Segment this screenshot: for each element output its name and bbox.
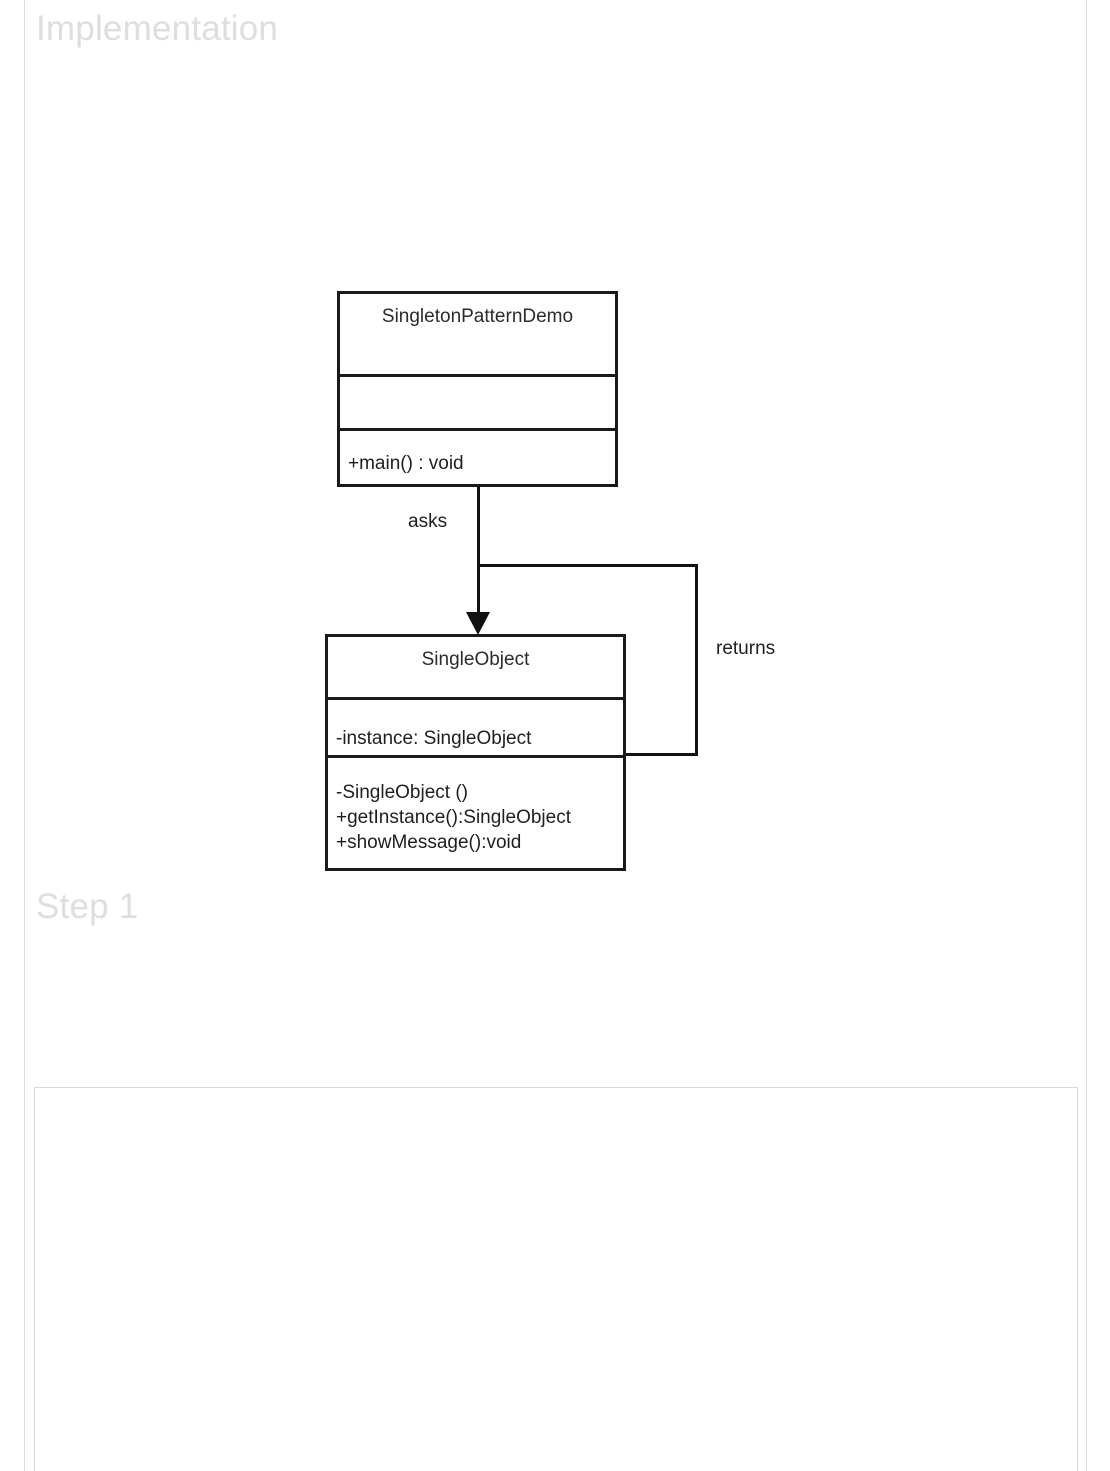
uml-class-name-compartment: SingleObject <box>328 637 623 697</box>
uml-class-diagram: SingletonPatternDemo +main() : void asks… <box>325 291 776 871</box>
section-heading-implementation: Implementation <box>36 9 279 48</box>
uml-class-name: SingleObject <box>421 649 530 670</box>
uml-edge-label-returns: returns <box>716 638 776 659</box>
uml-edge-returns-line-top <box>477 564 698 567</box>
uml-edge-asks-arrowhead-icon <box>466 612 490 635</box>
uml-edge-returns-line-right <box>695 564 698 756</box>
uml-attribute-instance: -instance: SingleObject <box>336 728 532 749</box>
uml-attributes-compartment <box>340 374 615 428</box>
uml-class-singleton-pattern-demo[interactable]: SingletonPatternDemo +main() : void <box>337 291 618 487</box>
uml-class-name-compartment: SingletonPatternDemo <box>340 294 615 374</box>
uml-edge-returns-line-bottom <box>623 753 698 756</box>
section-heading-step1: Step 1 <box>36 887 139 926</box>
uml-method-main: +main() : void <box>348 453 464 474</box>
content-panel <box>34 1087 1078 1471</box>
uml-edge-asks-line <box>477 487 480 622</box>
uml-methods-compartment: -SingleObject () +getInstance():SingleOb… <box>328 755 623 868</box>
uml-attributes-compartment: -instance: SingleObject <box>328 697 623 755</box>
uml-class-name: SingletonPatternDemo <box>381 306 574 327</box>
uml-class-single-object[interactable]: SingleObject -instance: SingleObject -Si… <box>325 634 626 871</box>
uml-edge-label-asks: asks <box>408 511 448 532</box>
uml-methods-compartment: +main() : void <box>340 428 615 484</box>
uml-method-list: -SingleObject () +getInstance():SingleOb… <box>336 782 571 853</box>
page-margin-rule-right <box>1086 0 1087 1471</box>
page-margin-rule-left <box>24 0 25 1471</box>
